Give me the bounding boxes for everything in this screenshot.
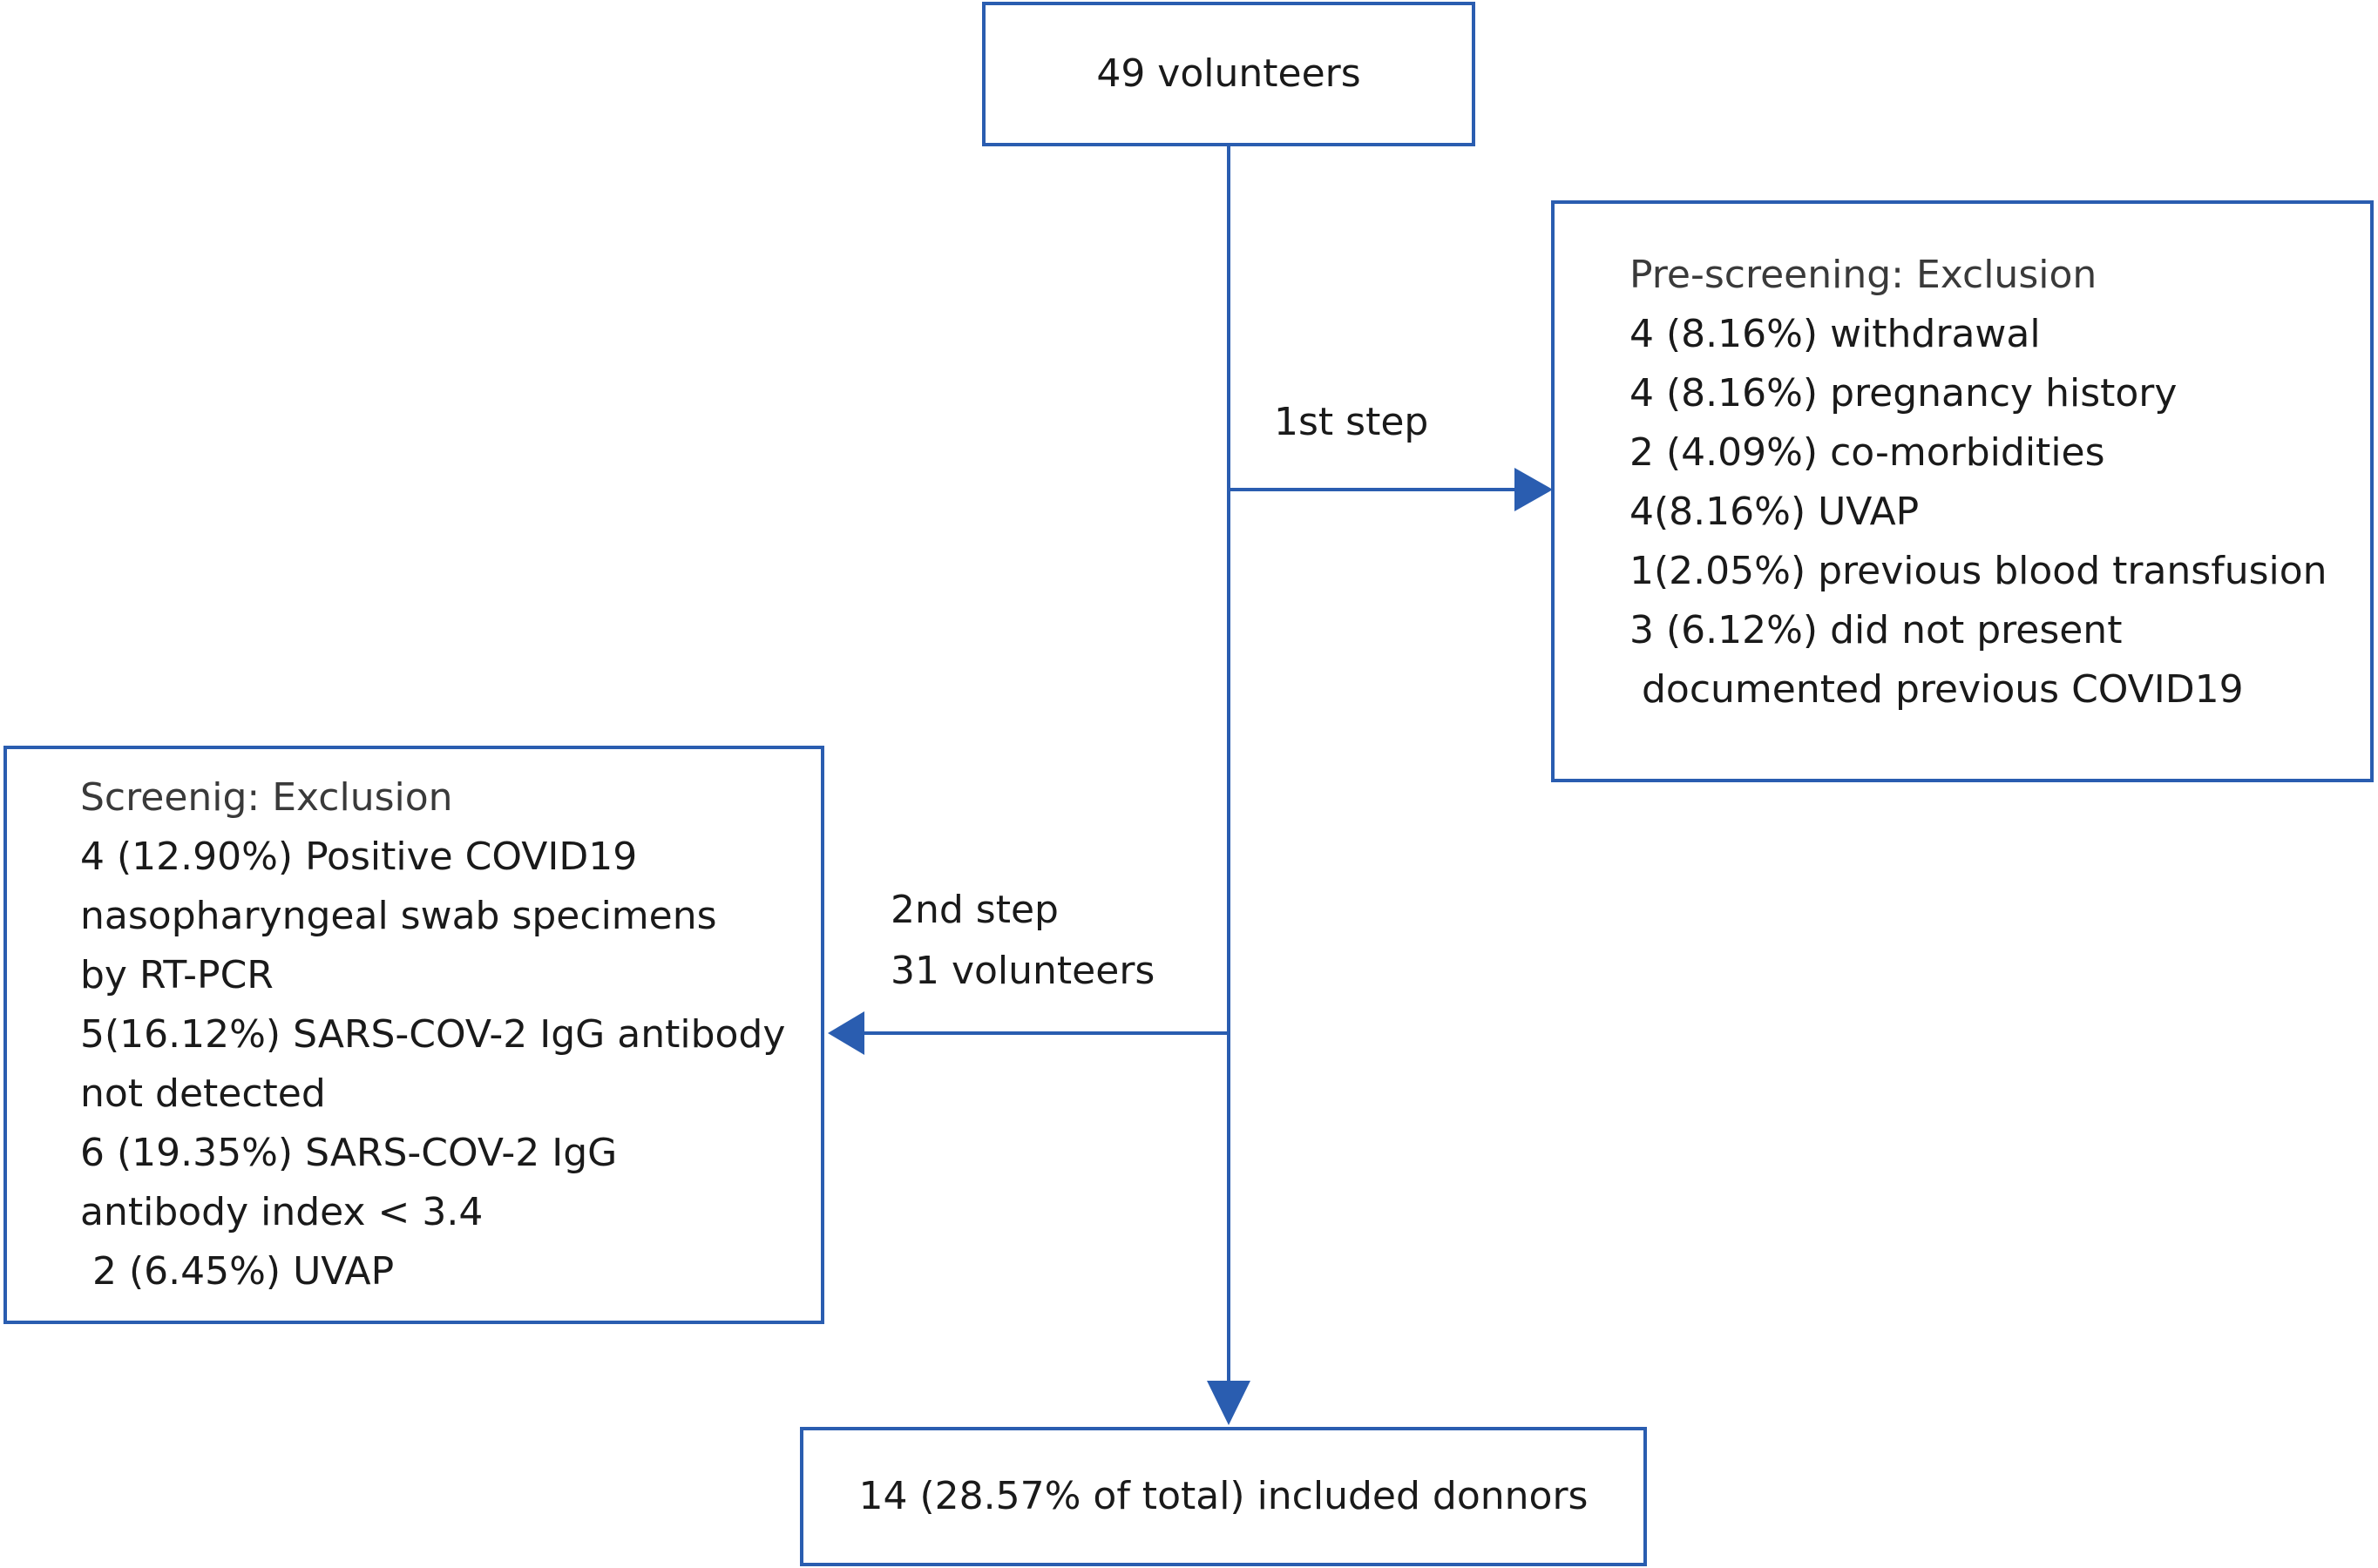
pre-screening-box: Pre-screening: Exclusion 4 (8.16%) withd… <box>1551 200 2374 782</box>
step1-label: 1st step <box>1274 400 1429 444</box>
screening-line: not detected <box>80 1071 326 1116</box>
screening-box: Screenig: Exclusion 4 (12.90%) Positive … <box>3 746 824 1324</box>
screening-line: antibody index < 3.4 <box>80 1190 484 1234</box>
pre-screening-header: Pre-screening: Exclusion <box>1629 253 2097 297</box>
pre-screening-line: 4 (8.16%) pregnancy history <box>1629 371 2178 416</box>
pre-screening-line: 3 (6.12%) did not present <box>1629 608 2123 652</box>
arrow-down-to-included <box>1207 1381 1250 1425</box>
screening-line: nasopharyngeal swab specimens <box>80 894 717 938</box>
pre-screening-line: documented previous COVID19 <box>1629 667 2244 712</box>
step2-label-line2: 31 volunteers <box>891 949 1155 993</box>
arrow-left-to-screening <box>828 1011 864 1055</box>
screening-line: 6 (19.35%) SARS-COV-2 IgG <box>80 1131 618 1175</box>
screening-line: 5(16.12%) SARS-COV-2 IgG antibody <box>80 1012 786 1057</box>
included-donors-box: 14 (28.57% of total) included donnors <box>800 1427 1647 1566</box>
step2-label-line1: 2nd step <box>891 888 1059 932</box>
pre-screening-line: 4(8.16%) UVAP <box>1629 490 1920 534</box>
screening-line: by RT-PCR <box>80 953 274 997</box>
included-donors-label: 14 (28.57% of total) included donnors <box>858 1474 1589 1518</box>
pre-screening-line: 2 (4.09%) co-morbidities <box>1629 430 2105 475</box>
pre-screening-line: 1(2.05%) previous blood transfusion <box>1629 549 2327 593</box>
screening-line: 2 (6.45%) UVAP <box>80 1249 395 1294</box>
step2-label: 2nd step 31 volunteers <box>891 880 1155 1002</box>
start-box: 49 volunteers <box>982 2 1475 146</box>
screening-header: Screenig: Exclusion <box>80 775 453 820</box>
start-label: 49 volunteers <box>1096 51 1361 96</box>
screening-line: 4 (12.90%) Positive COVID19 <box>80 835 638 879</box>
pre-screening-line: 4 (8.16%) withdrawal <box>1629 312 2041 356</box>
arrow-right-to-pre-screening <box>1514 468 1553 511</box>
